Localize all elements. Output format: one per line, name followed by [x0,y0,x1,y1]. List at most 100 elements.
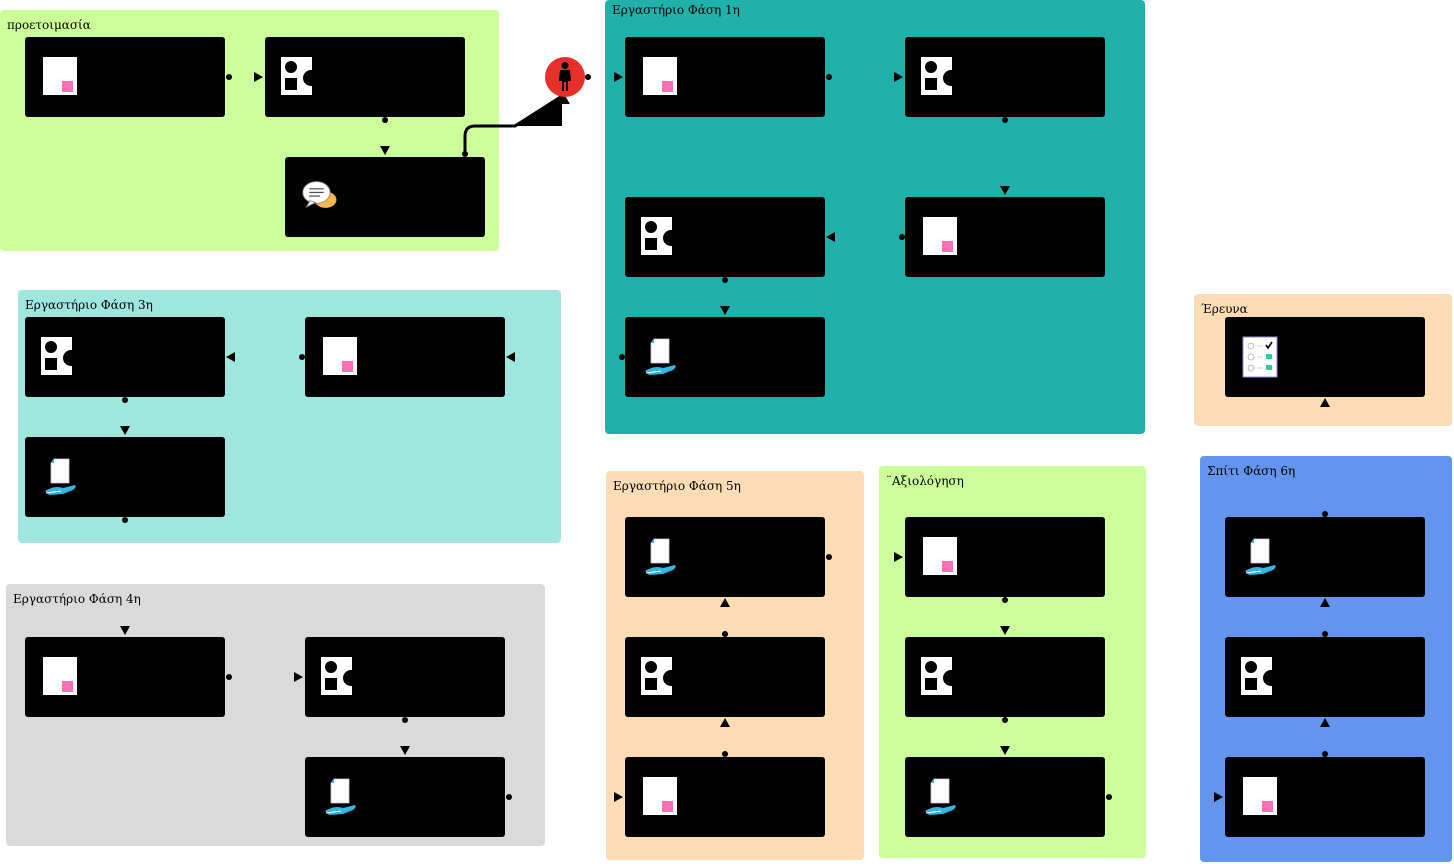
group-title: Σπίτι Φάση 6η [1207,464,1296,478]
shapes-icon [41,335,81,379]
document-icon [1241,775,1281,819]
task-home6-shapes[interactable] [1225,637,1425,717]
flow-arrow [894,72,903,82]
hand-document-icon [921,775,961,819]
shapes-icon [1241,655,1281,699]
document-icon [641,55,681,99]
flow-dot [1002,117,1008,123]
flow-arrow [1320,598,1330,607]
flow-dot [462,151,468,157]
task-home6-handout[interactable] [1225,517,1425,597]
flow-arrow [226,352,235,362]
group-title: Εργαστήριο Φάση 1η [612,3,740,17]
shapes-icon [921,55,961,99]
flow-arrow [254,72,263,82]
task-lab4-handout[interactable] [305,757,505,837]
task-eval-shapes[interactable] [905,637,1105,717]
shapes-icon [281,55,321,99]
task-prep-shapes[interactable] [265,37,465,117]
flow-arrow [120,426,130,435]
flow-arrow [1320,718,1330,727]
task-lab1-document-2[interactable] [905,197,1105,277]
flow-arrow [894,552,903,562]
task-lab5-handout[interactable] [625,517,825,597]
task-prep-document[interactable] [25,37,225,117]
task-research-checklist[interactable] [1225,317,1425,397]
flow-arrow [614,792,623,802]
flow-arrow [380,146,390,155]
flow-arrow [826,232,835,242]
task-lab5-document[interactable] [625,757,825,837]
task-lab3-shapes[interactable] [25,317,225,397]
flow-arrow [120,626,130,635]
group-title: προετοιμασία [7,18,91,32]
flow-dot [382,117,388,123]
hand-document-icon [41,455,81,499]
document-icon [41,55,81,99]
flow-dot [722,631,728,637]
flow-arrow [720,306,730,315]
flow-dot [1322,631,1328,637]
actor[interactable] [545,57,585,97]
task-lab3-document[interactable] [305,317,505,397]
task-lab1-shapes-2[interactable] [625,197,825,277]
shapes-icon [641,215,681,259]
task-home6-document[interactable] [1225,757,1425,837]
flow-arrow [1000,186,1010,195]
document-icon [641,775,681,819]
group-title: Εργαστήριο Φάση 3η [25,298,153,312]
hand-document-icon [641,335,681,379]
task-lab4-document[interactable] [25,637,225,717]
task-lab1-shapes[interactable] [905,37,1105,117]
document-icon [921,215,961,259]
flow-arrow [614,72,623,82]
flow-arrow [506,352,515,362]
document-icon [321,335,361,379]
flow-arrow [294,672,303,682]
task-lab4-shapes[interactable] [305,637,505,717]
flow-arrow [1320,398,1330,407]
shapes-icon [921,655,961,699]
task-eval-handout[interactable] [905,757,1105,837]
flow-dot [1106,794,1112,800]
hand-document-icon [1241,535,1281,579]
task-eval-document[interactable] [905,517,1105,597]
flow-dot [899,234,905,240]
task-lab5-shapes[interactable] [625,637,825,717]
flow-dot [122,397,128,403]
shapes-icon [321,655,361,699]
shapes-icon [641,655,681,699]
flow-arrow [720,718,730,727]
flow-dot [1322,511,1328,517]
task-lab1-document[interactable] [625,37,825,117]
group-title: ¨Αξιολόγηση [886,474,964,488]
flow-arrow [1214,792,1223,802]
flow-dot [226,674,232,680]
task-lab1-handout[interactable] [625,317,825,397]
group-title: Εργαστήριο Φάση 4η [13,592,141,606]
hand-document-icon [641,535,681,579]
person-icon [559,62,571,91]
flow-dot [226,74,232,80]
document-icon [41,655,81,699]
task-lab3-handout[interactable] [25,437,225,517]
flow-arrow [400,746,410,755]
flow-dot [299,354,305,360]
task-prep-discussion[interactable] [285,157,485,237]
flow-dot [1322,751,1328,757]
flow-dot [585,74,591,80]
chat-bubbles-icon [301,175,341,219]
flow-arrow [1000,626,1010,635]
flow-dot [1002,717,1008,723]
hand-document-icon [321,775,361,819]
group-title: Εργαστήριο Φάση 5η [613,479,741,493]
checklist-icon [1241,335,1281,379]
flow-dot [826,554,832,560]
group-title: Έρευνα [1201,302,1248,316]
flow-dot [1002,597,1008,603]
flow-dot [722,277,728,283]
document-icon [921,535,961,579]
flow-dot [122,517,128,523]
flow-arrow [720,598,730,607]
flow-dot [619,354,625,360]
